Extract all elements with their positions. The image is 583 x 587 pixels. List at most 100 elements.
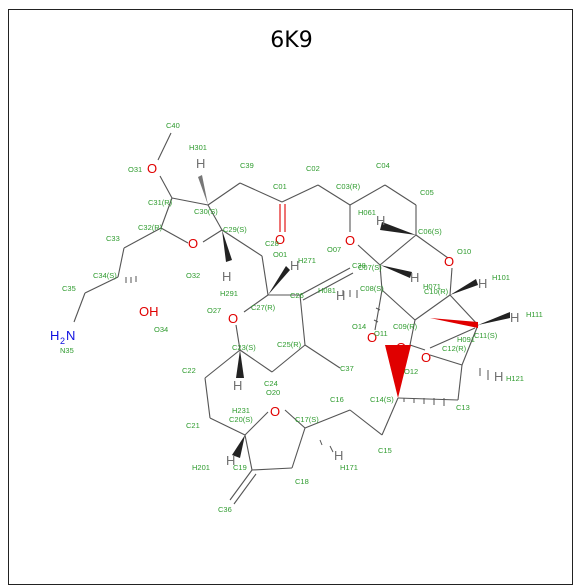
- label-h301: H301: [189, 143, 207, 152]
- label-o20: O20: [266, 388, 280, 397]
- label-h121: H121: [506, 374, 524, 383]
- atom-o11: O: [396, 340, 406, 355]
- label-o10: O10: [457, 247, 471, 256]
- atom-h171: H: [334, 448, 343, 463]
- label-c12: C12(R): [442, 344, 467, 353]
- label-c39: C39: [240, 161, 254, 170]
- label-c13: C13: [456, 403, 470, 412]
- label-o01: O01: [273, 250, 287, 259]
- label-h231: H231: [232, 406, 250, 415]
- atom-o27: O: [228, 311, 238, 326]
- label-c33: C33: [106, 234, 120, 243]
- label-h201: H201: [192, 463, 210, 472]
- atom-o34: OH: [139, 304, 159, 319]
- bond-lines: [73, 132, 479, 505]
- label-c20: C20(S): [229, 415, 253, 424]
- label-c01: C01: [273, 182, 287, 191]
- atom-h201: H: [226, 453, 235, 468]
- atom-h121: H: [494, 369, 503, 384]
- label-h091: H091: [457, 335, 475, 344]
- atom-h061: H: [376, 213, 385, 228]
- label-o34: O34: [154, 325, 168, 334]
- label-c14: C14(S): [370, 395, 394, 404]
- label-h171: H171: [340, 463, 358, 472]
- atom-o14: O: [367, 330, 377, 345]
- label-o12: O12: [404, 367, 418, 376]
- label-c21: C21: [186, 421, 200, 430]
- label-c09: C09(R): [393, 322, 418, 331]
- label-c23: C23(S): [232, 343, 256, 352]
- atom-h101: H: [478, 276, 487, 291]
- label-c15: C15: [378, 446, 392, 455]
- hydrogens: H H H H H H H H H H H H: [196, 156, 519, 468]
- atom-o32: O: [188, 236, 198, 251]
- label-o31: O31: [128, 165, 142, 174]
- atom-h111: H: [510, 310, 519, 325]
- label-c37: C37: [340, 364, 354, 373]
- label-c16: C16: [330, 395, 344, 404]
- label-c30: C30(S): [194, 207, 218, 216]
- label-n35: N35: [60, 346, 74, 355]
- atom-o07: O: [345, 233, 355, 248]
- label-c03: C03(R): [336, 182, 361, 191]
- label-o11: O11: [374, 329, 388, 338]
- atom-o12: O: [421, 350, 431, 365]
- label-c35: C35: [62, 284, 76, 293]
- label-c26: C26: [290, 291, 304, 300]
- label-c11: C11(S): [474, 331, 498, 340]
- label-c40: C40: [166, 121, 180, 130]
- label-c17: C17(S): [295, 415, 319, 424]
- label-h061: H061: [358, 208, 376, 217]
- label-h081: H081: [318, 286, 336, 295]
- label-c02: C02: [306, 164, 320, 173]
- atom-o20: O: [270, 404, 280, 419]
- label-h111: H111: [526, 310, 543, 319]
- label-c06: C06(S): [418, 227, 442, 236]
- label-o27: O27: [207, 306, 221, 315]
- label-o32: O32: [186, 271, 200, 280]
- label-c22: C22: [182, 366, 196, 375]
- label-c29: C29(S): [223, 225, 247, 234]
- label-h071: H071: [423, 282, 441, 291]
- heteroatoms: O O O O O O OH O O O O H 2 N: [50, 161, 454, 419]
- label-h291: H291: [220, 289, 238, 298]
- atom-o31: O: [147, 161, 157, 176]
- atom-h291: H: [222, 269, 231, 284]
- molecule-title: 6K9: [270, 28, 313, 53]
- stereo-bonds: [125, 175, 510, 458]
- atom-h071: H: [410, 270, 419, 285]
- label-c34: C34(S): [93, 271, 117, 280]
- atom-h081: H: [336, 288, 345, 303]
- label-c28: C28: [265, 239, 279, 248]
- label-c32: C32(R): [138, 223, 163, 232]
- atom-index-labels: C40 O31 H301 C39 C02 C04 C31(R) C30(S) C…: [60, 121, 543, 514]
- svg-text:N: N: [66, 328, 75, 343]
- label-h101: H101: [492, 273, 510, 282]
- label-c31: C31(R): [148, 198, 173, 207]
- atom-n35: H 2 N: [50, 328, 75, 346]
- atom-h231: H: [233, 378, 242, 393]
- label-c36: C36: [218, 505, 232, 514]
- label-c24: C24: [264, 379, 278, 388]
- label-c38: C38: [352, 261, 366, 270]
- label-c19: C19: [233, 463, 247, 472]
- label-c10: C10(R): [424, 287, 449, 296]
- label-h271: H271: [298, 256, 316, 265]
- atom-o01: O: [275, 232, 285, 247]
- label-o14: O14: [352, 322, 366, 331]
- label-c27: C27(R): [251, 303, 276, 312]
- label-c07: C07(S): [358, 263, 382, 272]
- label-c25: C25(R): [277, 340, 302, 349]
- atom-o10: O: [444, 254, 454, 269]
- atom-h271: H: [290, 258, 299, 273]
- svg-text:2: 2: [60, 336, 65, 346]
- diagram-border: [8, 9, 573, 585]
- label-o07: O07: [327, 245, 341, 254]
- atom-h301: H: [196, 156, 205, 171]
- svg-text:H: H: [50, 328, 59, 343]
- label-c18: C18: [295, 477, 309, 486]
- label-c05: C05: [420, 188, 434, 197]
- label-c08: C08(S): [360, 284, 384, 293]
